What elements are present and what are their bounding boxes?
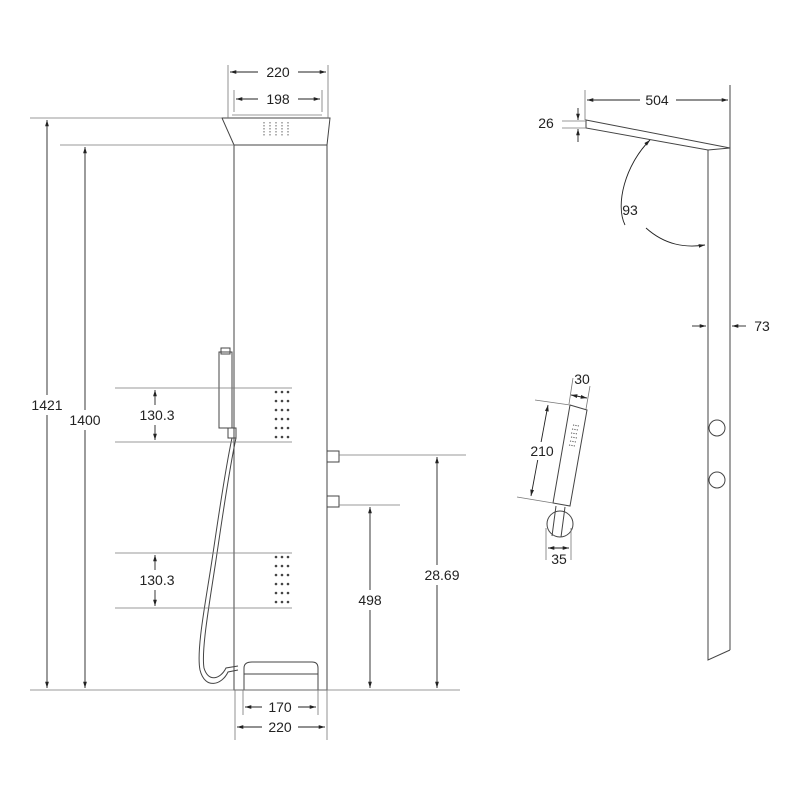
side-head [585,119,731,151]
jet-nozzle [286,555,290,559]
jet-nozzle [274,417,278,421]
jet-nozzle [286,591,290,595]
jet-nozzle [286,600,290,604]
jet-nozzle [286,408,290,412]
jet-nozzle [286,435,290,439]
jet-nozzle [280,435,284,439]
jet-nozzle [280,564,284,568]
body-jets [274,390,290,604]
side-view: 504 26 93 73 [538,85,770,661]
dim-hand-shower-width: 30 [574,371,590,387]
jet-nozzle [286,582,290,586]
dim-head-length: 504 [645,92,669,108]
tub-spout [243,661,319,690]
jet-nozzle [280,555,284,559]
dim-hand-shower-length: 210 [530,443,554,459]
jet-nozzle [274,573,278,577]
jet-nozzle [286,564,290,568]
dim-holder-width: 35 [551,551,567,567]
jet-nozzle [274,426,278,430]
dim-head-angle: 93 [622,202,638,218]
side-knob-upper [708,419,726,437]
jet-nozzle [286,417,290,421]
hand-shower-front [198,347,239,684]
jet-nozzle [274,390,278,394]
front-view: 220 198 1421 1400 130.3 130.3 28.69 498 … [25,62,466,740]
jet-nozzle [280,591,284,595]
jet-nozzle [274,600,278,604]
jet-nozzle [274,435,278,439]
upper-valve [326,450,340,463]
jet-nozzle [274,582,278,586]
dim-upper-valve-height: 28.69 [424,567,459,583]
jet-nozzle [286,573,290,577]
jet-nozzle [280,408,284,412]
jet-nozzle [280,426,284,430]
jet-nozzle [274,555,278,559]
jet-nozzle [286,390,290,394]
dim-spout-width: 170 [268,699,292,715]
jet-nozzle [274,564,278,568]
jet-nozzle [274,408,278,412]
jet-nozzle [280,417,284,421]
dim-total-height: 1421 [31,397,62,413]
jet-nozzle [286,399,290,403]
dim-lower-valve-height: 498 [358,592,382,608]
hand-shower-detail: 210 30 35 [516,371,591,567]
lower-valve [326,495,340,508]
dim-panel-height: 1400 [69,412,100,428]
jet-nozzle [280,573,284,577]
jet-nozzle [274,591,278,595]
dim-panel-depth: 73 [754,318,770,334]
jet-nozzle [286,426,290,430]
dim-head-thickness: 26 [538,115,554,131]
head-nozzles [263,122,289,136]
jet-nozzle [280,600,284,604]
jet-nozzle [274,399,278,403]
jet-nozzle [280,582,284,586]
dim-head-outer-width: 220 [266,64,290,80]
dim-upper-jet-spacing: 130.3 [139,407,174,423]
dim-panel-width: 220 [268,719,292,735]
jet-nozzle [280,399,284,403]
dim-lower-jet-spacing: 130.3 [139,572,174,588]
holder-circle [546,510,574,538]
dim-head-inner-width: 198 [266,91,290,107]
jet-nozzle [280,390,284,394]
side-knob-lower [708,471,726,489]
